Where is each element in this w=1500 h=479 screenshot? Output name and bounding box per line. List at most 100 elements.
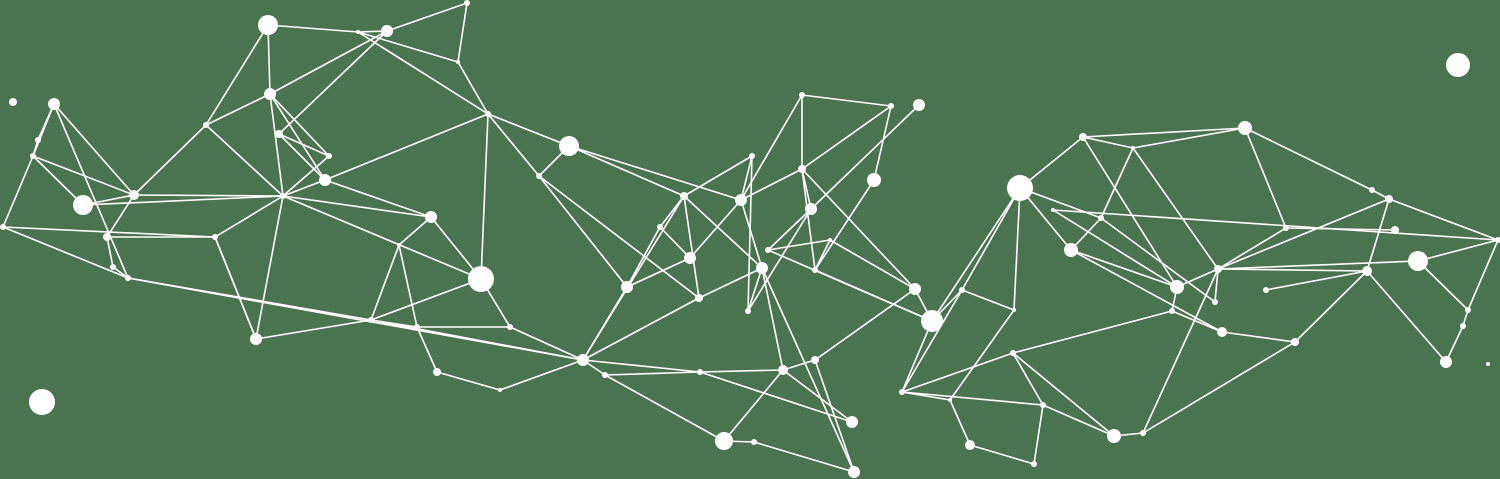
network-edge <box>133 124 207 196</box>
network-edge <box>829 239 916 290</box>
network-edge <box>53 103 129 279</box>
network-edge <box>269 93 284 197</box>
network-node <box>1385 195 1393 203</box>
network-node <box>735 194 747 206</box>
network-edge <box>801 94 892 107</box>
network-edge <box>961 289 1015 311</box>
network-edge <box>1142 268 1219 434</box>
network-edge <box>1082 127 1246 138</box>
network-node <box>356 30 360 34</box>
network-node <box>577 354 589 366</box>
network-edge <box>1132 127 1246 149</box>
network-edge <box>324 113 489 181</box>
network-edge <box>269 93 326 181</box>
network-node <box>798 165 806 173</box>
network-edge <box>782 369 853 423</box>
network-node <box>1140 430 1146 436</box>
network-edge <box>324 179 432 218</box>
network-node <box>1217 327 1227 337</box>
network-edge <box>1217 227 1287 270</box>
network-node <box>751 439 757 445</box>
network-node <box>697 369 703 375</box>
network-node <box>1031 461 1037 467</box>
network-edge <box>1052 209 1178 288</box>
network-edge <box>969 444 1035 465</box>
network-node <box>657 224 663 230</box>
network-edge <box>133 194 284 197</box>
network-edge <box>801 168 816 271</box>
network-edge <box>961 187 1021 291</box>
network-edge <box>1217 268 1368 272</box>
network-edge <box>1142 341 1296 434</box>
network-edge <box>1012 352 1115 437</box>
network-edge <box>901 391 951 401</box>
network-edge <box>810 104 920 210</box>
network-node <box>9 98 17 106</box>
network-edge <box>386 2 468 32</box>
network-edge <box>370 244 400 321</box>
network-node <box>1263 287 1269 293</box>
network-node <box>1098 215 1104 221</box>
network-node <box>468 266 494 292</box>
network-edge <box>457 2 468 63</box>
network-edge <box>205 124 284 197</box>
network-edge <box>814 239 831 271</box>
network-node <box>103 233 111 241</box>
network-node <box>203 122 209 128</box>
network-edge <box>112 266 129 279</box>
network-node <box>414 324 420 330</box>
network-edge <box>949 309 1015 401</box>
network-edge <box>568 145 742 201</box>
network-node <box>848 466 860 478</box>
network-node <box>456 60 460 64</box>
network-edge <box>1366 270 1447 363</box>
network-edge <box>1294 270 1368 343</box>
network-node <box>965 440 975 450</box>
network-edge <box>1388 198 1499 241</box>
network-edge <box>699 369 784 373</box>
network-edge <box>689 199 742 259</box>
network-edge <box>1244 127 1287 229</box>
network-edge <box>767 208 812 251</box>
network-node <box>250 333 262 345</box>
network-edge <box>1033 404 1044 465</box>
network-node <box>602 372 608 378</box>
network-node <box>948 398 952 402</box>
network-edge <box>1012 352 1044 406</box>
network-edge <box>1244 127 1373 191</box>
network-node <box>695 294 703 302</box>
network-edge <box>32 155 84 206</box>
network-edge <box>1132 147 1219 270</box>
network-node <box>1169 308 1175 314</box>
network-edge <box>205 24 269 126</box>
network-node <box>811 356 819 364</box>
network-edge <box>499 359 584 391</box>
network-node <box>1170 280 1184 294</box>
network-edge <box>1070 249 1178 288</box>
network-node <box>1214 265 1222 273</box>
network-edge <box>2 226 216 238</box>
network-node <box>425 211 437 223</box>
network-node <box>745 308 751 314</box>
network-edge <box>436 371 501 391</box>
network-node <box>1131 146 1135 150</box>
network-edge <box>1217 198 1390 270</box>
network-node <box>1486 362 1490 366</box>
network-node <box>1408 251 1428 271</box>
network-node <box>397 243 401 247</box>
network-node <box>507 324 513 330</box>
network-edge <box>82 195 284 206</box>
network-node <box>921 310 943 332</box>
network-edge <box>1052 209 1499 241</box>
network-edge <box>269 30 388 95</box>
network-node <box>846 416 858 428</box>
network-edge <box>1070 249 1223 333</box>
network-node <box>1212 299 1218 305</box>
network-edge <box>1042 404 1115 437</box>
network-edge <box>761 267 784 371</box>
network-node <box>1446 53 1470 77</box>
network-edge <box>282 155 330 197</box>
network-node <box>433 368 441 376</box>
network-edge <box>278 30 388 135</box>
